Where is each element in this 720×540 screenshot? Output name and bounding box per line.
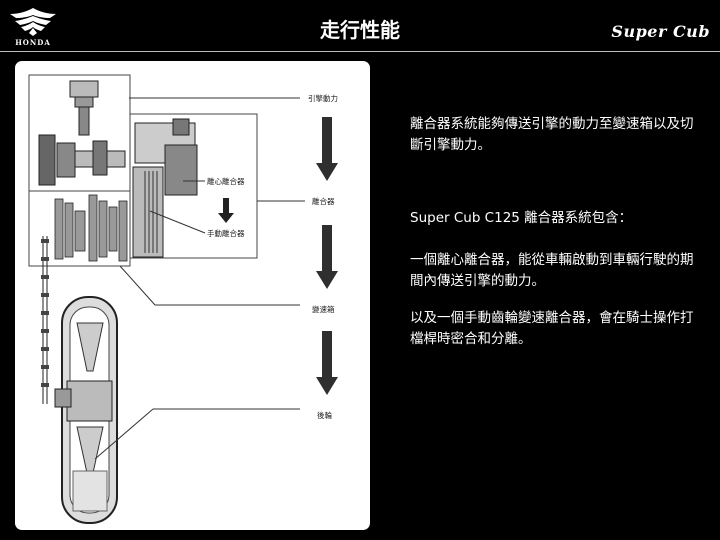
arrow-down-1	[316, 117, 338, 181]
description-paragraph-3: 一個離心離合器，能從車輛啟動到車輛行駛的期間內傳送引擎的動力。	[410, 252, 694, 289]
drive-chain	[42, 236, 48, 404]
honda-wing-logo: HONDA	[6, 4, 60, 48]
label-gearbox: 變速箱	[312, 304, 335, 314]
header-bar: HONDA 走行性能 Super Cub	[0, 0, 720, 52]
arrow-down-2	[316, 225, 338, 289]
rear-wheel	[54, 296, 118, 524]
arrow-small	[218, 198, 234, 223]
label-manual-clutch: 手動離合器	[207, 228, 245, 238]
brand-logo: Super Cub	[611, 22, 710, 41]
piston	[69, 80, 99, 98]
drivetrain-diagram-panel: 離心離合器 手動離合器	[15, 61, 370, 530]
page-title: 走行性能	[320, 18, 400, 42]
label-centrifugal-clutch: 離心離合器	[207, 176, 245, 186]
label-rear-wheel: 後輪	[317, 410, 332, 420]
gearbox-box	[28, 190, 131, 267]
drivetrain-diagram: 離心離合器 手動離合器	[28, 74, 338, 524]
gearbox-gears	[54, 194, 128, 262]
arrow-down-3	[316, 331, 338, 395]
description-paragraph-4: 以及一個手動齒輪變速離合器，會在騎士操作打檔桿時密合和分離。	[410, 310, 694, 347]
description-paragraph-1: 離合器系統能夠傳送引擎的動力至變速箱以及切斷引擎動力。	[410, 116, 694, 153]
header-divider	[0, 51, 720, 52]
label-clutch: 離合器	[312, 196, 335, 206]
centrifugal-clutch	[164, 144, 198, 196]
description-paragraph-2: Super Cub C125 離合器系統包含：	[410, 210, 633, 226]
connecting-rod	[78, 106, 90, 136]
logo-text: HONDA	[15, 38, 51, 47]
clutch-box	[129, 113, 258, 259]
label-engine-power: 引擎動力	[308, 93, 338, 103]
